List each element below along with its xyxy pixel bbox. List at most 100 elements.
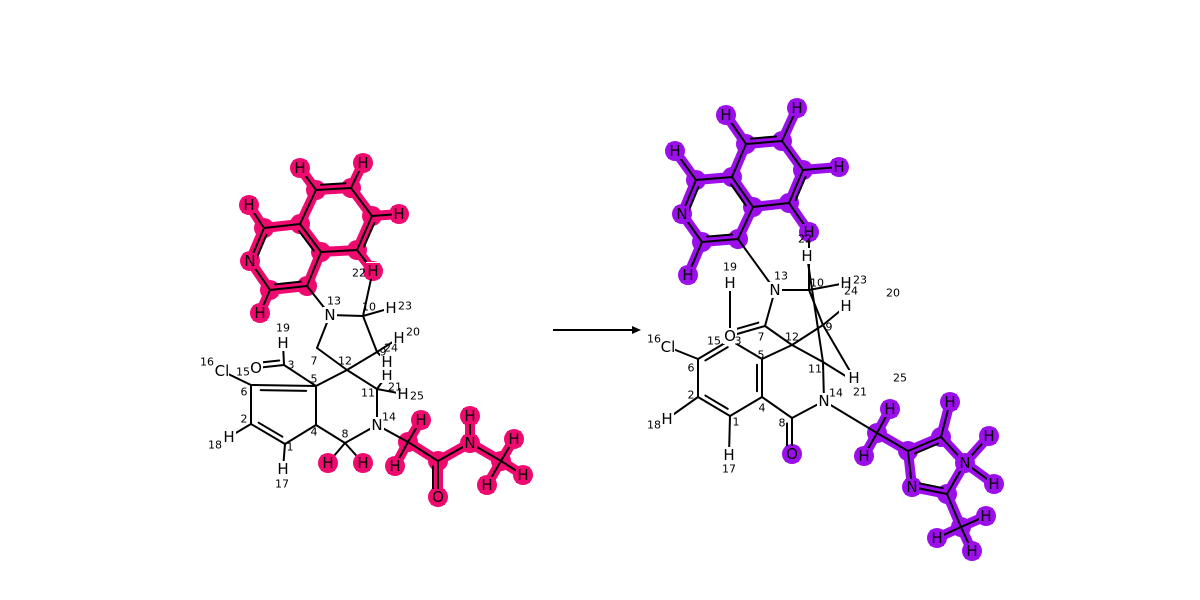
double-bond-line [255, 233, 268, 260]
hydrogen-atom-label: H [669, 142, 680, 160]
bond [731, 143, 747, 178]
atom-label-bg [832, 159, 846, 175]
atom-label-bg [356, 455, 370, 471]
double-bond-line [749, 135, 778, 140]
bond [729, 396, 763, 417]
atom-label-bg [661, 339, 675, 355]
bond [350, 187, 373, 217]
bond [250, 384, 317, 387]
hydrogen-atom-label: H [381, 366, 392, 384]
bond [346, 351, 378, 371]
atom-index-number: 12 [338, 355, 352, 368]
atom-index-number: 23 [853, 274, 867, 287]
atom-index-number: 14 [382, 411, 396, 424]
bond [823, 400, 878, 434]
atom-index-number: 18 [647, 419, 661, 432]
bond [876, 432, 909, 452]
atom-label-bg [660, 411, 674, 427]
bond [263, 223, 301, 229]
atom-label-bg [384, 300, 398, 316]
hydrogen-atom-label: H [294, 159, 305, 177]
atom-label-bg [847, 370, 861, 386]
atom-index-number: 11 [361, 387, 375, 400]
bond [315, 369, 348, 387]
nitrogen-atom-label: N [371, 416, 382, 434]
hydrogen-atom-label: H [389, 457, 400, 475]
nitrogen-atom-label: N [464, 434, 475, 452]
bond [745, 140, 783, 145]
chlorine-atom-label: Cl [215, 362, 230, 380]
atom-index-number: 5 [311, 373, 318, 386]
bond [356, 215, 373, 251]
atom-index-number: 13 [774, 270, 788, 283]
hydrogen-atom-label: H [397, 385, 408, 403]
atom-index-number: 3 [288, 359, 295, 372]
atom-label-bg [380, 354, 394, 370]
atom-label-bg [431, 489, 445, 505]
bond [781, 140, 804, 171]
atom-label-bg [516, 467, 530, 483]
atom-label-bg [723, 328, 737, 344]
double-bond-line [730, 183, 747, 207]
atom-label-bg [982, 428, 996, 444]
atom-label-bg [802, 224, 816, 240]
atom-label-bg [839, 275, 853, 291]
atom-label-bg [722, 447, 736, 463]
atom-index-number: 3 [735, 335, 742, 348]
oxygen-atom-label: O [432, 488, 444, 506]
atom-label-bg [943, 394, 957, 410]
hydrogen-atom-label: H [367, 262, 378, 280]
nitrogen-atom-label: N [959, 454, 970, 472]
atom-index-number: 4 [311, 426, 318, 439]
bond [320, 249, 358, 253]
atom-label-bg [857, 448, 871, 464]
atom-label-bg [215, 363, 229, 379]
double-bond-line [913, 442, 940, 455]
atom-index-number: 21 [388, 381, 402, 394]
label-layer: NNOClHHHHHHHHHNHHHHHHHHONHHHHHHNNOClHHHH… [215, 99, 1001, 560]
atom-index-number: 13 [327, 295, 341, 308]
hydrogen-atom-label: H [801, 247, 812, 265]
hydrogen-atom-label: H [840, 274, 851, 292]
hydrogen-atom-label: H [357, 154, 368, 172]
atom-label-bg [785, 446, 799, 462]
atom-label-bg [370, 417, 384, 433]
hydrogen-atom-label: H [791, 99, 802, 117]
atom-label-bg [242, 197, 256, 213]
atom-index-number: 20 [406, 326, 420, 339]
atom-index-number: 10 [810, 277, 824, 290]
atom-index-number: 18 [208, 439, 222, 452]
atom-index-number: 5 [758, 349, 765, 362]
atom-label-bg [905, 479, 919, 495]
atom-label-bg [243, 253, 257, 269]
atom-index-number: 25 [893, 372, 907, 385]
atom-index-number: 10 [362, 301, 376, 314]
nitrogen-atom-label: N [244, 252, 255, 270]
atom-label-bg [675, 206, 689, 222]
bond [362, 315, 378, 353]
bond [806, 255, 824, 363]
atom-label-bg [987, 476, 1001, 492]
atom-index-number: 25 [410, 390, 424, 403]
atom-index-number: 7 [758, 331, 765, 344]
atom-index-number: 17 [275, 478, 289, 491]
atom-label-bg [293, 160, 307, 176]
atom-label-bg [668, 143, 682, 159]
atom-index-number: 23 [398, 300, 412, 313]
bond [316, 347, 348, 371]
hydrogen-atom-label: H [858, 447, 869, 465]
double-bond-line [704, 394, 729, 410]
hydrogen-atom-label: H [385, 299, 396, 317]
bond [761, 396, 793, 419]
atom-label-bg [323, 307, 337, 323]
atom-label-bg [463, 435, 477, 451]
hydrogen-atom-label: H [393, 329, 404, 347]
hydrogen-atom-label: H [243, 196, 254, 214]
atom-label-bg [768, 282, 782, 298]
atom-label-bg [249, 360, 263, 376]
hydrogen-atom-label: H [803, 223, 814, 241]
atom-label-bg [356, 155, 370, 171]
hydrogen-atom-label: H [277, 334, 288, 352]
bond [284, 424, 317, 445]
bond [907, 436, 942, 452]
